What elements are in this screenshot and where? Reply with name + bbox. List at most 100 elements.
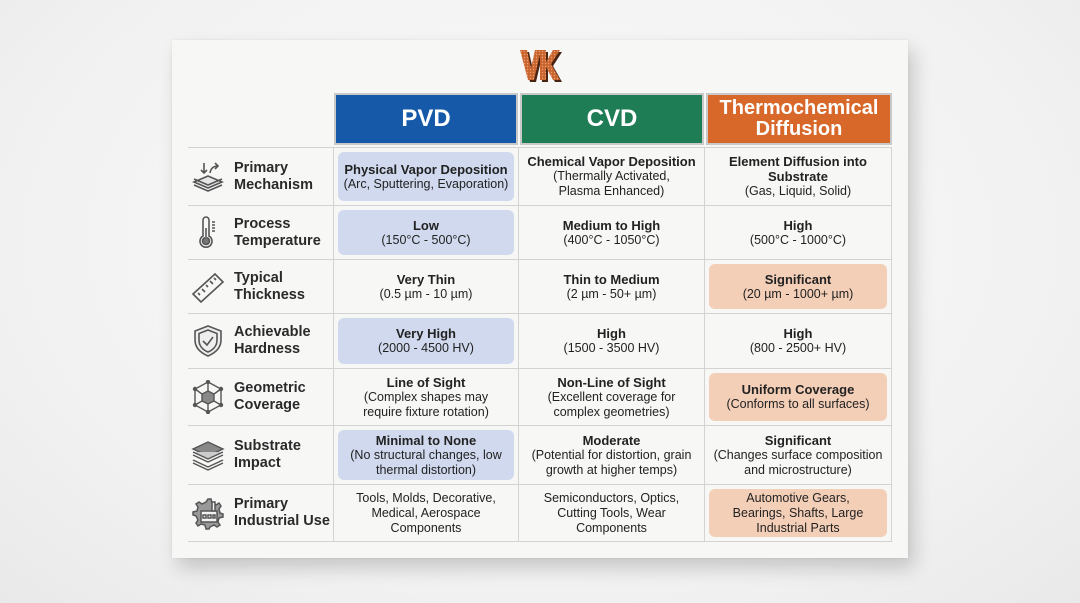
cell-detail: Plasma Enhanced) [558,184,665,198]
cube-frame-icon [190,379,226,415]
cell-detail: complex geometries) [553,404,670,419]
cell-detail: Industrial Parts [756,520,840,535]
table-cell: High(500°C - 1000°C) [704,206,892,259]
cell-title: Low [412,217,439,233]
cell-title: Very Thin [396,271,456,287]
cell-detail: growth at higher temps) [545,462,678,477]
cell-detail: thermal distortion) [375,462,477,477]
cell-highlight [709,264,887,309]
table-cell: Element Diffusion into Substrate(Gas, Li… [704,148,892,205]
cell-title: Uniform Coverage [741,382,855,397]
cell-detail: (2000 - 4500 HV) [378,341,474,355]
cell-detail: (0.5 µm - 10 µm) [379,286,473,301]
table-cell: Low(150°C - 500°C) [333,206,518,259]
cell-detail: (Gas, Liquid, Solid) [744,184,852,198]
cell-detail: (Thermally Activated, [553,169,670,183]
cell-title: Very High [396,326,456,341]
table-cell: Medium to High(400°C - 1050°C) [518,206,704,259]
column-header-pvd: PVD [334,93,518,145]
cell-title: Chemical Vapor Deposition [527,154,696,169]
cell-detail: and microstructure) [744,462,852,477]
cell-highlight [338,430,514,480]
cell-title: Medium to High [562,217,661,233]
cell-detail: (Potential for distortion, grain [531,447,692,462]
cell-detail: Bearings, Shafts, Large [732,505,864,520]
cell-highlight [338,152,514,201]
cell-title: Line of Sight [386,374,466,390]
cell-detail: Semiconductors, Optics, [543,490,680,505]
cell-detail: Cutting Tools, Wear [557,505,666,520]
table-cell: Minimal to None(No structural changes, l… [333,426,518,484]
cell-detail: (1500 - 3500 HV) [563,341,660,355]
cell-detail: Automotive Gears, [746,490,850,505]
cell-highlight [338,210,514,255]
gear-factory-icon [190,495,226,531]
cell-detail: (Changes surface composition [713,447,883,462]
table-cell: High(1500 - 3500 HV) [518,314,704,368]
cell-title: Element Diffusion into Substrate [729,154,867,184]
table-cell: Uniform Coverage(Conforms to all surface… [704,369,892,425]
cell-title: High [783,326,813,341]
cell-title: Non-Line of Sight [557,374,666,390]
table-cell: High(800 - 2500+ HV) [704,314,892,368]
column-header-cvd: CVD [520,93,704,145]
cell-title: Minimal to None [375,432,477,448]
table-cell: Chemical Vapor Deposition(Thermally Acti… [518,148,704,205]
vk-logo-icon [520,50,562,82]
cell-detail: (150°C - 500°C) [381,232,471,247]
cell-title: High [597,326,626,341]
cell-detail: (800 - 2500+ HV) [749,341,847,355]
cell-title: Physical Vapor Deposition [344,161,508,177]
cell-detail: Medical, Aerospace [371,505,481,520]
table-cell: Very Thin(0.5 µm - 10 µm) [333,260,518,313]
cell-detail: (2 µm - 50+ µm) [566,286,657,301]
cell-title: Significant [764,432,832,448]
cell-detail: (20 µm - 1000+ µm) [742,286,854,301]
cell-detail: (Arc, Sputtering, Evaporation) [343,176,509,191]
cell-title: Thin to Medium [563,271,660,287]
cell-detail: Components [576,520,647,535]
cell-detail: (Conforms to all surfaces) [726,397,870,411]
cell-highlight [338,318,514,364]
table-cell: Very High(2000 - 4500 HV) [333,314,518,368]
cell-detail: Tools, Molds, Decorative, [356,490,496,505]
shield-check-icon [190,323,226,359]
ruler-icon [190,269,226,305]
table-cell: Significant(20 µm - 1000+ µm) [704,260,892,313]
cell-detail: (400°C - 1050°C) [563,232,660,247]
cell-title: Significant [764,271,832,287]
cell-detail: (No structural changes, low [350,447,502,462]
cell-highlight [709,489,887,537]
cell-title: Moderate [582,432,641,448]
cell-detail: Components [390,520,462,535]
cell-detail: (500°C - 1000°C) [749,232,847,247]
layers-arrows-icon [190,159,226,195]
table-cell: Tools, Molds, Decorative,Medical, Aerosp… [333,485,518,541]
cell-detail: require fixture rotation) [363,404,489,419]
vk-logo [520,50,562,84]
cell-highlight [709,373,887,421]
thermometer-icon [190,215,226,251]
table-cell: Moderate(Potential for distortion, grain… [518,426,704,484]
cell-title: High [783,217,813,233]
